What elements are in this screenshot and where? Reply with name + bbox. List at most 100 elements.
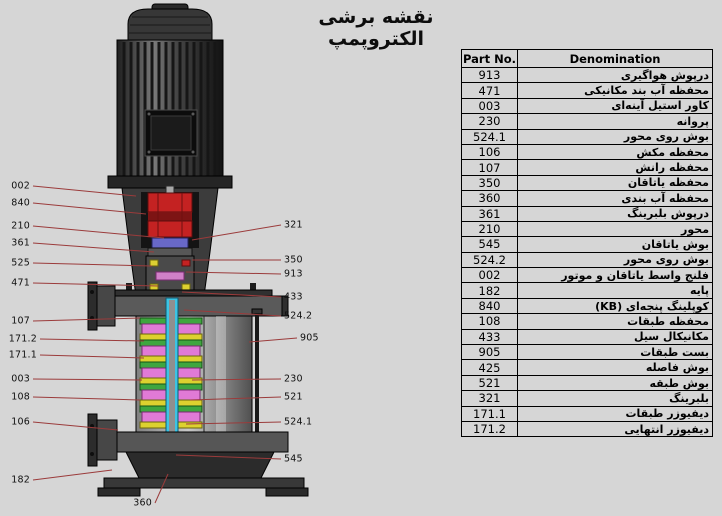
part-number-cell: 182 bbox=[461, 282, 518, 299]
denomination-cell: محور bbox=[517, 220, 713, 238]
denomination-cell: بوش روی محور bbox=[517, 128, 713, 145]
callout-label-106: 106 bbox=[11, 416, 30, 428]
suction-pipe bbox=[96, 419, 118, 461]
denomination-cell: محفظه طبقات bbox=[517, 313, 713, 330]
part-number-cell: 171.1 bbox=[461, 405, 518, 422]
callout-label-108: 108 bbox=[11, 391, 30, 403]
part-number-cell: 425 bbox=[461, 359, 518, 376]
shaft-lower bbox=[169, 300, 175, 452]
motor-fins bbox=[122, 42, 217, 176]
part-number-cell: 321 bbox=[461, 390, 518, 407]
part-number-cell: 350 bbox=[461, 174, 518, 192]
pump-base bbox=[97, 451, 309, 497]
seal-housing bbox=[145, 255, 195, 297]
part-number-cell: 171.2 bbox=[461, 420, 518, 438]
denomination-cell: کاور استیل آینه‌ای bbox=[517, 97, 713, 115]
denomination-cell: مکانیکال سیل bbox=[517, 328, 713, 346]
denomination-cell: بست طبقات bbox=[517, 344, 713, 361]
callout-label-524.1: 524.1 bbox=[284, 416, 313, 428]
part-number-cell: 107 bbox=[461, 159, 518, 176]
header-part-no: Part No. bbox=[461, 49, 518, 68]
callout-label-350: 350 bbox=[284, 254, 303, 266]
part-number-cell: 210 bbox=[461, 220, 518, 238]
callout-label-210: 210 bbox=[11, 220, 30, 232]
denomination-cell: بوش طبقه bbox=[517, 374, 713, 392]
part-number-cell: 545 bbox=[461, 236, 518, 253]
callout-label-107: 107 bbox=[11, 315, 30, 327]
denomination-cell: محفظه آب بندی bbox=[517, 190, 713, 207]
callout-label-471: 471 bbox=[11, 277, 30, 289]
part-number-cell: 230 bbox=[461, 113, 518, 130]
callout-label-524.2: 524.2 bbox=[284, 310, 313, 322]
denomination-cell: پایه bbox=[517, 282, 713, 299]
callout-label-171.2: 171.2 bbox=[8, 333, 37, 345]
header-denomination: Denomination bbox=[517, 49, 713, 68]
tie-rods bbox=[251, 308, 263, 440]
denomination-cell: درپوش هواگیری bbox=[517, 66, 713, 84]
denomination-cell: درپوش بلبرینگ bbox=[517, 205, 713, 222]
part-number-cell: 003 bbox=[461, 97, 518, 115]
part-number-cell: 002 bbox=[461, 267, 518, 284]
callout-label-525: 525 bbox=[11, 257, 30, 269]
callout-label-913: 913 bbox=[284, 268, 303, 280]
callout-label-003: 003 bbox=[11, 373, 30, 385]
denomination-cell: بوش روی محور bbox=[517, 251, 713, 269]
part-number-cell: 471 bbox=[461, 82, 518, 99]
discharge-pipe bbox=[96, 285, 116, 327]
suction-flange-disc bbox=[87, 413, 98, 467]
callout-label-521: 521 bbox=[284, 391, 303, 403]
callout-label-171.1: 171.1 bbox=[8, 349, 37, 361]
denomination-cell: محفظه یاتاقان bbox=[517, 174, 713, 192]
claw-coupling bbox=[147, 192, 193, 238]
denomination-cell: بوش یاتاقان bbox=[517, 236, 713, 253]
denomination-cell: دیفیوزر طبقات bbox=[517, 405, 713, 422]
bearing-cover bbox=[147, 247, 193, 257]
denomination-cell: کوپلینگ پنجه‌ای (KB) bbox=[517, 297, 713, 315]
part-number-cell: 524.1 bbox=[461, 128, 518, 145]
part-number-cell: 106 bbox=[461, 143, 518, 161]
part-number-cell: 360 bbox=[461, 190, 518, 207]
callout-label-905: 905 bbox=[300, 332, 319, 344]
denomination-cell: دیفیوزر انتهایی bbox=[517, 420, 713, 438]
part-number-cell: 524.2 bbox=[461, 251, 518, 269]
callout-label-361: 361 bbox=[11, 237, 30, 249]
terminal-box bbox=[144, 109, 198, 157]
callout-label-182: 182 bbox=[11, 474, 30, 486]
part-number-cell: 913 bbox=[461, 66, 518, 84]
denomination-cell: پروانه bbox=[517, 113, 713, 130]
callout-label-230: 230 bbox=[284, 373, 303, 385]
page-title: نقشه برشی الکتروپمپ bbox=[318, 6, 434, 50]
callout-label-002: 002 bbox=[11, 180, 30, 192]
part-number-cell: 361 bbox=[461, 205, 518, 222]
callout-label-545: 545 bbox=[284, 453, 303, 465]
denomination-cell: محفظه رانش bbox=[517, 159, 713, 176]
part-number-cell: 521 bbox=[461, 374, 518, 392]
part-number-cell: 840 bbox=[461, 297, 518, 315]
discharge-flange-disc bbox=[87, 281, 98, 331]
pump-cross-section bbox=[87, 3, 309, 497]
